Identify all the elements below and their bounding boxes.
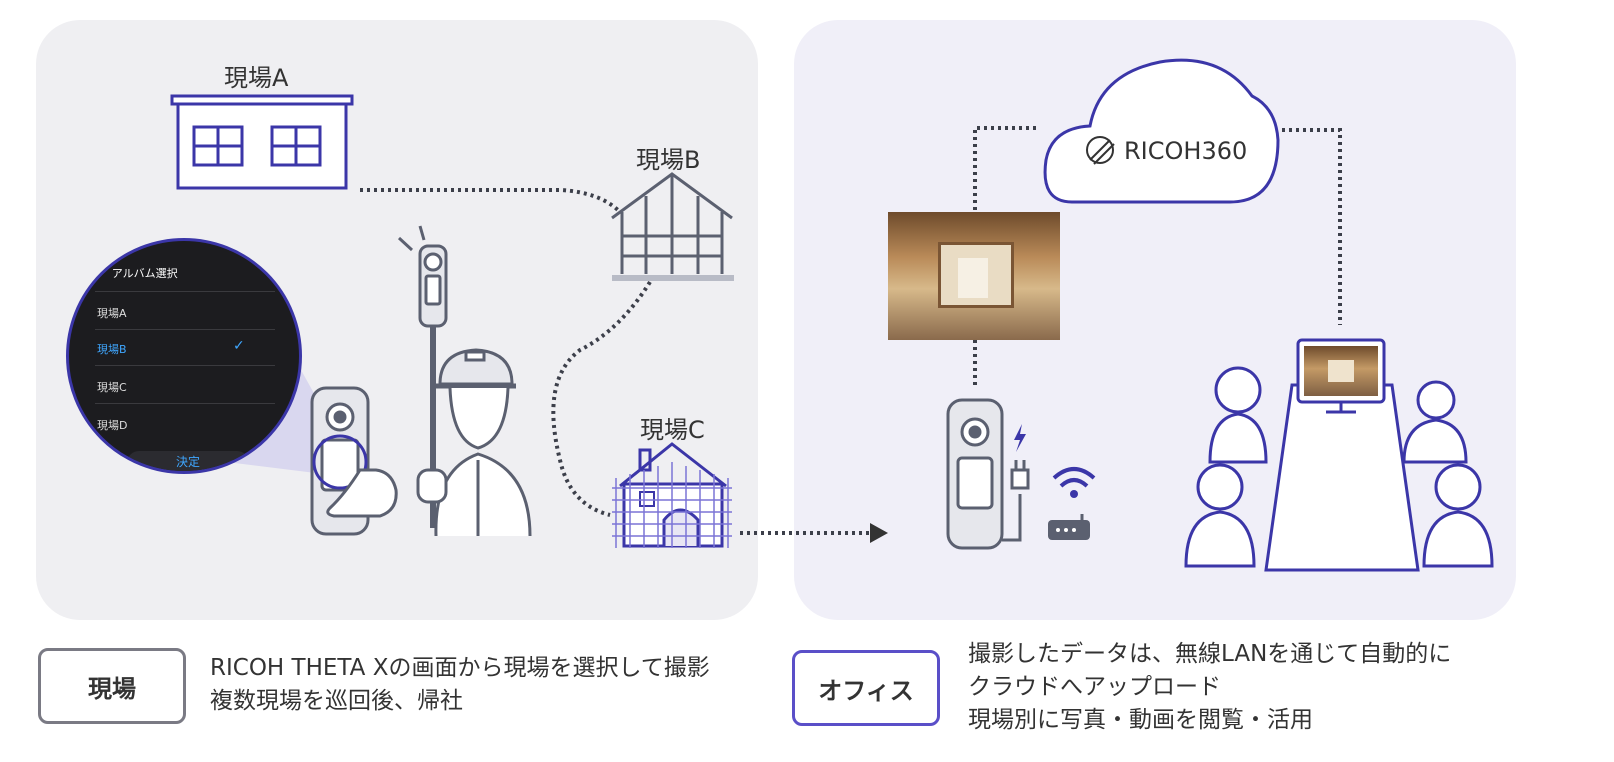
ricoh360-logo-icon: [1086, 136, 1115, 165]
camera-docked-icon: [946, 398, 1030, 550]
building-b-icon: [611, 172, 734, 281]
construction-photo: [888, 212, 1060, 340]
site-a-label: 現場A: [224, 64, 289, 92]
site-description: RICOH THETA Xの画面から現場を選択して撮影 複数現場を巡回後、帰社: [210, 652, 710, 718]
list-item-selected[interactable]: 現場B: [97, 343, 127, 356]
monitor-photo: [1304, 346, 1378, 396]
phone-screen-zoom: ← アルバム選択 現場A 現場B ✓ 現場C 現場D 決定: [66, 238, 302, 474]
cloud-label: RICOH360: [1124, 137, 1248, 165]
attendee-icon: [1184, 366, 1494, 568]
site-c-label: 現場C: [640, 416, 705, 444]
desc-line: 複数現場を巡回後、帰社: [210, 688, 463, 714]
list-item[interactable]: 現場A: [97, 307, 127, 320]
divider: [95, 291, 275, 292]
camera-handheld-icon: [310, 386, 398, 536]
building-c-icon: [612, 442, 732, 548]
list-item[interactable]: 現場D: [97, 419, 128, 432]
divider: [95, 365, 275, 366]
divider: [95, 329, 275, 330]
desc-line: 撮影したデータは、無線LANを通じて自動的に: [968, 641, 1452, 667]
cloud-icon: [1043, 58, 1280, 204]
list-item[interactable]: 現場C: [97, 381, 127, 394]
wifi-router-icon: [1048, 467, 1096, 540]
office-tag: オフィス: [792, 650, 940, 726]
check-icon: ✓: [233, 338, 245, 354]
charging-icon: [1014, 424, 1026, 452]
desc-line: クラウドへアップロード: [968, 674, 1221, 700]
site-tag: 現場: [38, 648, 186, 724]
confirm-button[interactable]: 決定: [127, 451, 249, 471]
site-b-label: 現場B: [636, 146, 701, 174]
arrow-icon: [870, 523, 888, 543]
office-description: 撮影したデータは、無線LANを通じて自動的に クラウドへアップロード 現場別に写…: [968, 638, 1451, 737]
back-arrow-icon[interactable]: ←: [89, 267, 99, 280]
album-select-title: アルバム選択: [111, 267, 178, 280]
divider: [95, 403, 275, 404]
desc-line: 現場別に写真・動画を閲覧・活用: [968, 707, 1313, 733]
desc-line: RICOH THETA Xの画面から現場を選択して撮影: [210, 655, 710, 681]
building-a-icon: [170, 94, 354, 190]
worker-icon: [397, 225, 532, 537]
album-select-header: ← アルバム選択: [89, 265, 178, 281]
